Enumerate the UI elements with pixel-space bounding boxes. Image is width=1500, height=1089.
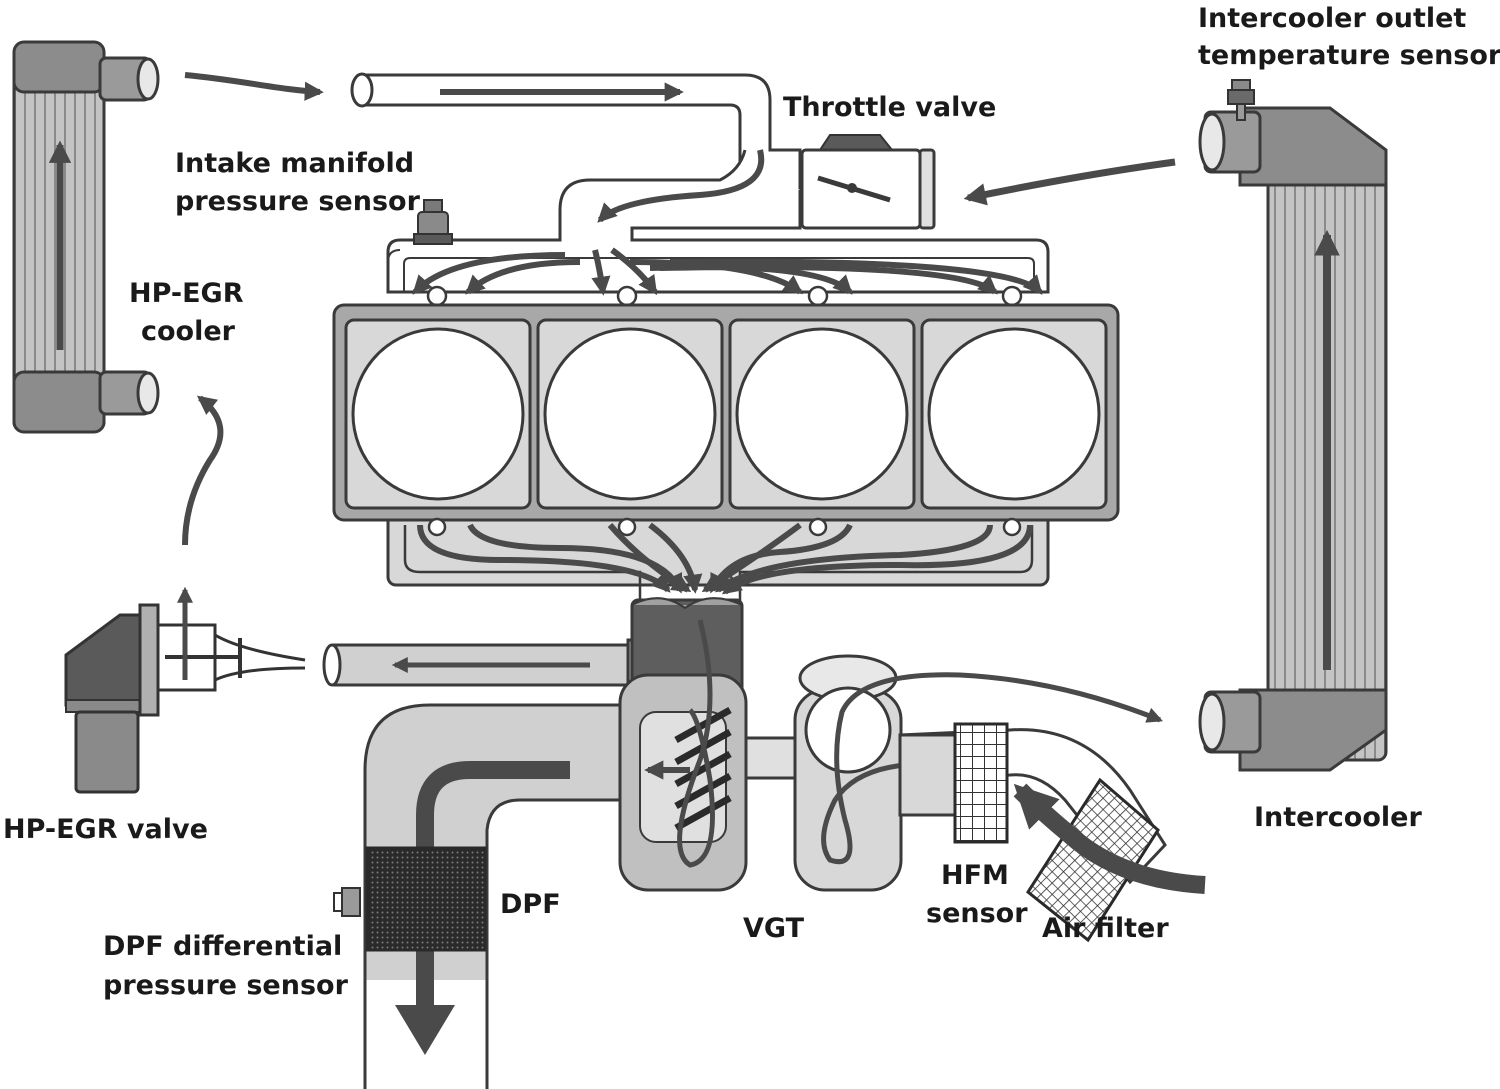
label-hp-egr-valve: HP-EGR valve [3,814,208,845]
intake-manifold-pressure-sensor [413,199,453,245]
flow-arrow-cooler-to-intake [184,72,324,101]
throttle-valve [800,134,936,230]
label-intercooler-outlet-line2: temperature sensor [1198,40,1500,71]
hp-egr-valve [64,586,306,794]
intake-manifold [350,72,1050,307]
intercooler [1198,106,1388,772]
label-vgt: VGT [743,913,805,944]
cylinder-2 [543,327,717,501]
cylinder-3 [735,327,909,501]
dpf [365,846,487,952]
label-hp-egr-cooler-line1: HP-EGR [129,278,244,309]
label-hp-egr-cooler-line2: cooler [141,316,236,347]
label-intercooler-outlet-line1: Intercooler outlet [1198,3,1466,34]
flow-arrow-intercooler-to-throttle [963,158,1176,206]
hp-egr-cooler [12,40,160,434]
label-hfm-line2: sensor [926,898,1028,929]
engine-block [332,303,1120,602]
egr-pipe [322,638,644,690]
hfm-sensor [953,722,1009,844]
vgt [618,597,1163,892]
dpf-differential-pressure-sensor [333,887,361,917]
label-dpf: DPF [500,889,561,920]
label-dpf-sensor-line1: DPF differential [103,931,342,962]
label-hfm-line1: HFM [941,860,1009,891]
flow-arrow-into-air-filter [1013,783,1206,894]
label-throttle-valve: Throttle valve [783,92,996,123]
cylinder-1 [351,327,525,501]
exhaust-pipe [363,703,622,1089]
label-intercooler: Intercooler [1254,802,1422,833]
label-intake-manifold-line1: Intake manifold [175,148,414,179]
flow-arrow-valve-to-cooler [182,395,224,546]
label-air-filter: Air filter [1042,913,1169,944]
cylinder-4 [927,327,1101,501]
label-intake-manifold-line2: pressure sensor [175,186,421,217]
intercooler-outlet-temperature-sensor [1227,79,1255,121]
label-dpf-sensor-line2: pressure sensor [103,970,349,1001]
